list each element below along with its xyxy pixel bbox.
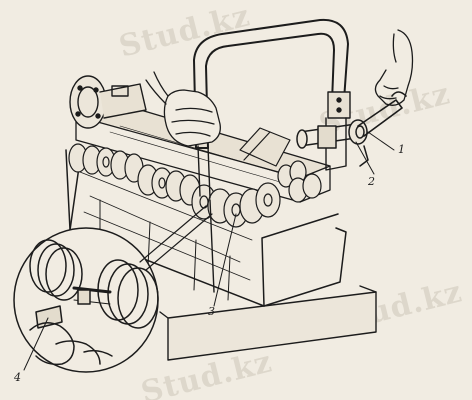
spring-coil-rows bbox=[68, 143, 281, 228]
right-spools bbox=[239, 127, 322, 203]
callout-label-3: 3 bbox=[208, 305, 215, 318]
right-hand bbox=[374, 29, 414, 106]
base-block bbox=[159, 285, 377, 361]
callout-leaders bbox=[23, 131, 395, 371]
left-hand bbox=[145, 71, 221, 147]
detail-magnifier bbox=[13, 205, 213, 373]
left-face-plate bbox=[69, 75, 147, 129]
callout-label-1: 1 bbox=[398, 143, 405, 156]
callout-label-2: 2 bbox=[368, 175, 375, 188]
callout-label-4: 4 bbox=[14, 371, 21, 384]
right-spindle bbox=[296, 119, 369, 167]
